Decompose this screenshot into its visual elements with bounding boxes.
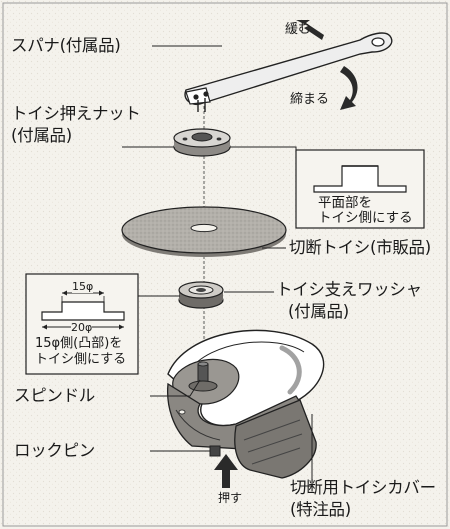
- loosen-arrow: [296, 20, 324, 40]
- label-washer-1: トイシ支えワッシャ: [276, 280, 422, 299]
- label-loosen: 緩む: [285, 22, 312, 37]
- leader-spindle: [150, 379, 201, 397]
- leader-flat: [230, 146, 297, 168]
- press-arrow: [214, 454, 238, 488]
- label-press: 押す: [218, 491, 243, 505]
- label-lock-pin: ロックピン: [14, 441, 96, 460]
- label-nut-2: (付属品): [11, 126, 72, 145]
- leader-cover: [300, 414, 313, 487]
- spanner-drawing: [184, 32, 393, 112]
- flat-side-detail: [295, 149, 425, 229]
- label-spindle: スピンドル: [14, 386, 96, 405]
- label-spanner: スパナ(付属品): [11, 36, 121, 55]
- cutting-disc-drawing: [121, 206, 287, 257]
- label-cutting-disc: 切断トイシ(市販品): [289, 238, 431, 257]
- label-washer-2: (付属品): [288, 302, 349, 321]
- tighten-arrow: [340, 66, 358, 110]
- label-tighten: 締まる: [290, 92, 330, 107]
- nut-drawing: [173, 128, 231, 157]
- label-flat-1: 平面部を: [318, 195, 372, 211]
- label-cover-2: (特注品): [290, 500, 351, 519]
- label-dim-20: 20φ: [71, 321, 93, 334]
- label-dim-15: 15φ: [72, 280, 94, 293]
- label-convex-2: トイシ側にする: [35, 352, 127, 367]
- label-flat-2: トイシ側にする: [318, 210, 413, 226]
- grinder-drawing: [166, 329, 325, 479]
- washer-drawing: [178, 281, 224, 309]
- label-nut-1: トイシ押えナット: [11, 104, 141, 123]
- label-cover-1: 切断用トイシカバー: [290, 478, 436, 497]
- label-convex-1: 15φ側(凸部)を: [35, 336, 123, 351]
